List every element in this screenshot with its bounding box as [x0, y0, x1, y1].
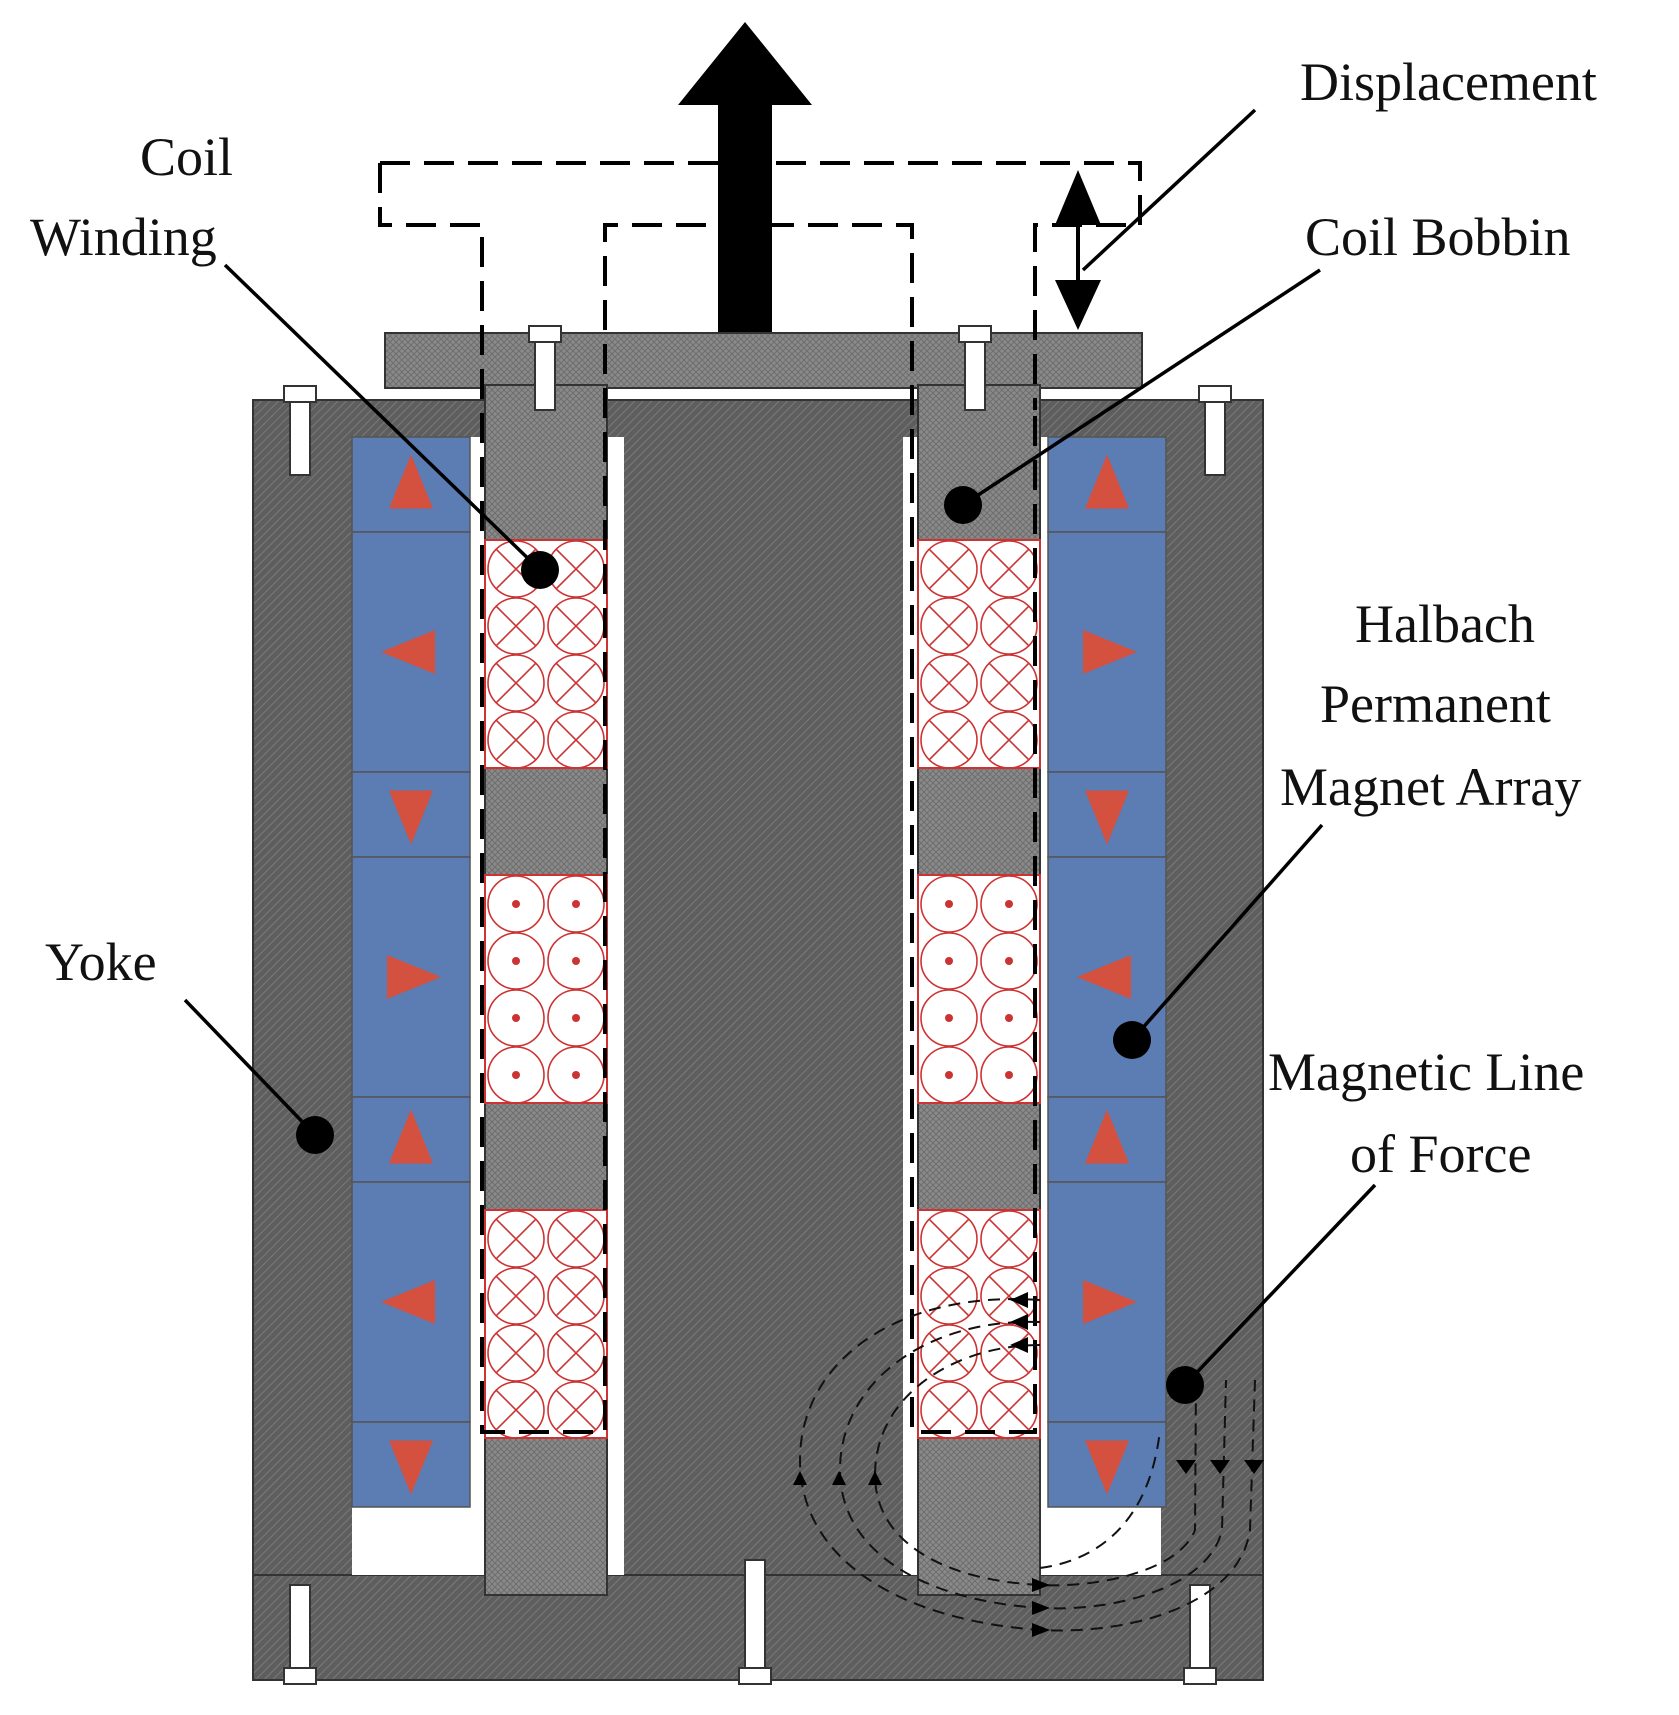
label-coil-bobbin: Coil Bobbin: [1305, 207, 1571, 267]
label-winding: Winding: [30, 207, 217, 267]
current-into-icon: [487, 597, 545, 655]
current-out-icon: [980, 1046, 1038, 1104]
magnet-direction-up-arrow: [1085, 454, 1129, 509]
label-yoke: Yoke: [45, 932, 157, 992]
current-into-icon: [980, 1210, 1038, 1268]
label-halbach: Halbach: [1355, 594, 1535, 654]
magnet-direction-down-arrow: [389, 790, 433, 845]
current-into-icon: [920, 1210, 978, 1268]
bolts: [283, 325, 1232, 1685]
current-into-icon: [487, 1210, 545, 1268]
current-out-icon: [487, 1046, 545, 1104]
current-into-icon: [487, 654, 545, 712]
coil-block: [484, 874, 608, 1104]
current-out-icon: [487, 875, 545, 933]
current-into-icon: [920, 1381, 978, 1439]
magnet-segment: [1047, 436, 1167, 533]
magnet-direction-left-arrow: [381, 630, 435, 674]
magnet-direction-down-arrow: [1085, 1440, 1129, 1495]
magnet-direction-right-arrow: [1083, 1280, 1137, 1324]
bolt-icon: [958, 325, 992, 411]
current-into-icon: [920, 540, 978, 598]
magnet-direction-left-arrow: [381, 1280, 435, 1324]
moving-plate: [384, 332, 1143, 389]
magnet-direction-down-arrow: [1085, 790, 1129, 845]
magnetic-field-lines: [793, 1292, 1264, 1637]
magnet-direction-up-arrow: [389, 454, 433, 509]
label-displacement: Displacement: [1300, 52, 1597, 112]
bolt-icon: [1198, 385, 1232, 476]
current-into-icon: [920, 711, 978, 769]
bolt-icon: [738, 1559, 772, 1685]
magnet-direction-up-arrow: [1085, 1109, 1129, 1164]
leader-lines: [183, 108, 1377, 1404]
current-into-icon: [920, 597, 978, 655]
current-out-icon: [920, 989, 978, 1047]
current-into-icon: [487, 1381, 545, 1439]
displaced-outline: [378, 161, 1142, 1434]
halbach-magnet-array-right: [1047, 436, 1167, 1508]
current-into-icon: [487, 1267, 545, 1325]
current-into-icon: [487, 1324, 545, 1382]
current-into-icon: [920, 654, 978, 712]
label-magnetic-line: Magnetic Line: [1268, 1042, 1584, 1102]
magnet-direction-up-arrow: [389, 1109, 433, 1164]
bolt-icon: [283, 1584, 317, 1685]
magnet-direction-left-arrow: [1077, 955, 1131, 999]
current-out-icon: [487, 989, 545, 1047]
bolt-icon: [283, 385, 317, 476]
label-magnet-array: Magnet Array: [1280, 757, 1581, 817]
bolt-icon: [528, 325, 562, 411]
label-coil: Coil: [140, 127, 233, 187]
label-permanent: Permanent: [1320, 674, 1551, 734]
magnet-direction-right-arrow: [1083, 630, 1137, 674]
force-arrow: [678, 22, 812, 332]
current-into-icon: [547, 654, 605, 712]
label-of-force: of Force: [1350, 1124, 1531, 1184]
magnet-direction-right-arrow: [387, 955, 441, 999]
current-into-icon: [980, 597, 1038, 655]
current-out-icon: [487, 932, 545, 990]
current-into-icon: [547, 1324, 605, 1382]
displacement-arrow: [1055, 170, 1101, 330]
coil-block: [917, 874, 1041, 1104]
current-out-icon: [920, 875, 978, 933]
current-into-icon: [487, 711, 545, 769]
current-out-icon: [920, 932, 978, 990]
current-out-icon: [547, 875, 605, 933]
labels: Displacement Coil Winding Coil Bobbin Ha…: [30, 52, 1597, 1184]
halbach-magnet-array-left: [351, 436, 471, 1508]
coil-block: [917, 539, 1041, 769]
magnet-direction-down-arrow: [389, 1440, 433, 1495]
current-out-icon: [920, 1046, 978, 1104]
coil-block: [484, 1209, 608, 1439]
coil-windings: [484, 539, 1041, 1439]
bolt-icon: [1183, 1584, 1217, 1685]
